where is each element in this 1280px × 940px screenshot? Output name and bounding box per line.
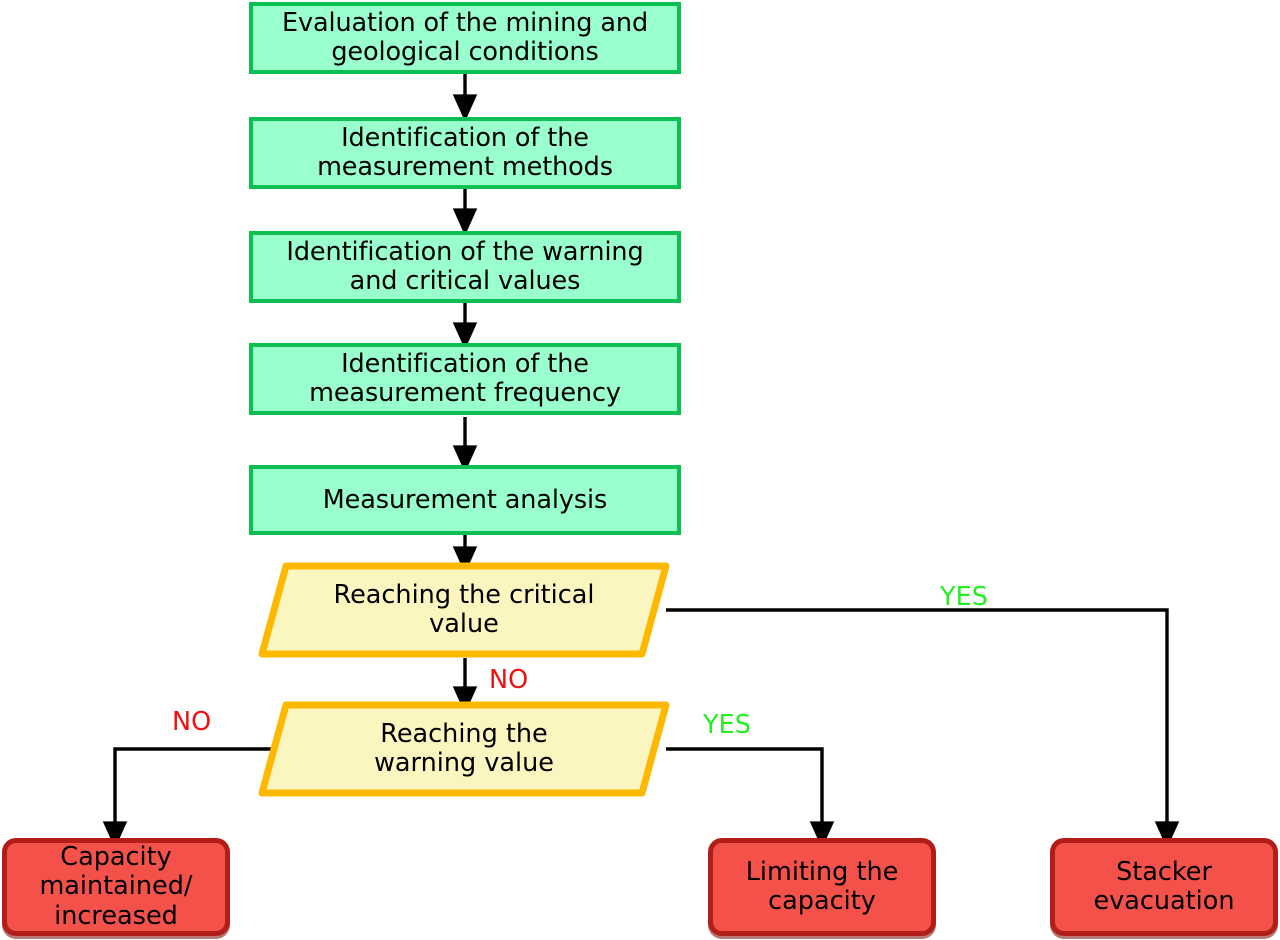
edge-label-critical-yes: YES [940,582,988,612]
node-warning-value-label: Reaching the warning value [374,718,554,778]
critical-value-parallelogram [258,562,670,658]
warning-value-parallelogram [258,701,670,797]
edge-label-warning-no: NO [172,707,212,737]
node-critical-value[interactable]: Reaching the critical value [258,562,670,658]
node-measurement-analysis[interactable]: Measurement analysis [249,465,681,535]
node-measurement-frequency-label: Identification of the measurement freque… [309,349,621,408]
node-warning-critical-values-label: Identification of the warning and critic… [286,237,644,296]
node-capacity-maintained-label: Capacity maintained/ increased [39,842,193,931]
node-measurement-frequency[interactable]: Identification of the measurement freque… [249,343,681,415]
edge-warning-yes-to-limiting [666,747,835,849]
node-critical-value-label: Reaching the critical value [333,579,595,639]
node-evaluation-label: Evaluation of the mining and geological … [281,8,649,67]
node-measurement-methods[interactable]: Identification of the measurement method… [249,117,681,189]
edge-label-warning-yes: YES [703,710,751,740]
node-capacity-maintained[interactable]: Capacity maintained/ increased [2,838,230,936]
node-limiting-capacity[interactable]: Limiting the capacity [708,838,936,936]
node-warning-critical-values[interactable]: Identification of the warning and critic… [249,231,681,303]
node-warning-value[interactable]: Reaching the warning value [258,701,670,797]
node-stacker-evacuation[interactable]: Stacker evacuation [1050,838,1278,936]
node-measurement-analysis-label: Measurement analysis [322,484,608,515]
node-stacker-evacuation-label: Stacker evacuation [1093,856,1235,916]
node-evaluation[interactable]: Evaluation of the mining and geological … [249,2,681,74]
node-limiting-capacity-label: Limiting the capacity [745,856,899,916]
node-measurement-methods-label: Identification of the measurement method… [317,123,613,182]
edge-warning-no-to-capacity [102,747,272,849]
edge-label-critical-no: NO [489,665,529,695]
